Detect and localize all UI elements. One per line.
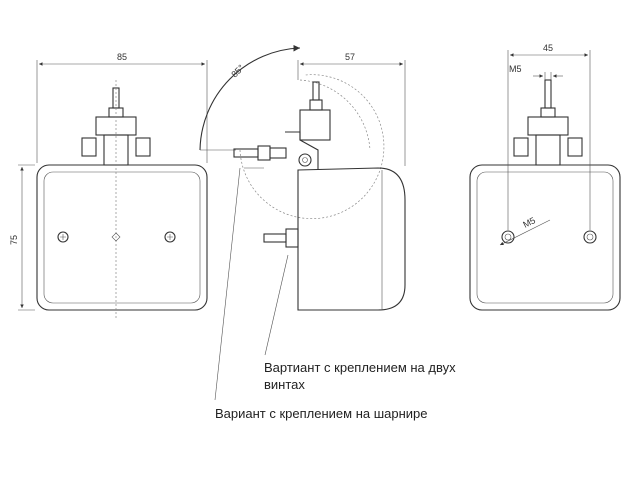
front-center-mark [111,232,121,242]
rear-housing-inner [476,171,614,304]
rear-bracket-right-nut [567,137,583,157]
leader-hinge [214,167,241,401]
rear-screw-right [583,230,597,244]
rear-bracket [527,116,569,136]
hinge-variant-stud [233,148,259,158]
rear-bracket-left-nut [513,137,529,157]
side-view: 85° 57 [199,44,406,401]
side-bracket [299,109,331,141]
front-housing-outer [36,164,208,311]
front-bracket-left-nut [81,137,97,157]
dim-label-57: 57 [345,52,355,62]
rear-view: 45 M5 M5 [469,43,621,311]
screw-variant-nut [285,228,299,248]
dim-line-screw-m5 [499,219,551,246]
caption-two-screws-line2: винтах [264,377,305,392]
front-bracket-right-nut [135,137,151,157]
rear-bracket-neck [535,134,561,166]
front-view: 85 75 [9,52,208,320]
rear-stud-nut [540,107,556,118]
side-stud [312,81,320,101]
side-stud-nut [309,99,323,111]
hinge-variant-nut [257,145,271,161]
leader-two-screws [264,254,289,356]
dim-label-45: 45 [543,43,553,53]
hinge-swing-arc [239,74,385,219]
dim-arc-85 [199,44,301,151]
caption-two-screws-line1: Вартиант с креплением на двух [264,360,456,375]
rear-screw-left [501,230,515,244]
dim-label-thread-m5: M5 [509,64,522,74]
screw-variant-stud [263,233,287,243]
front-screw-right [164,231,176,243]
dim-label-85: 85 [117,52,127,62]
caption-hinge: Вариант с креплением на шарнире [215,406,428,421]
hinge-pivot [298,153,312,167]
rear-housing-outer [469,164,621,311]
front-housing-inner [43,171,201,304]
dim-label-75: 75 [9,235,19,245]
captions: Вартиант с креплением на двух винтах Вар… [215,360,456,421]
rear-stud [544,79,552,109]
side-housing [297,167,406,311]
front-screw-left [57,231,69,243]
